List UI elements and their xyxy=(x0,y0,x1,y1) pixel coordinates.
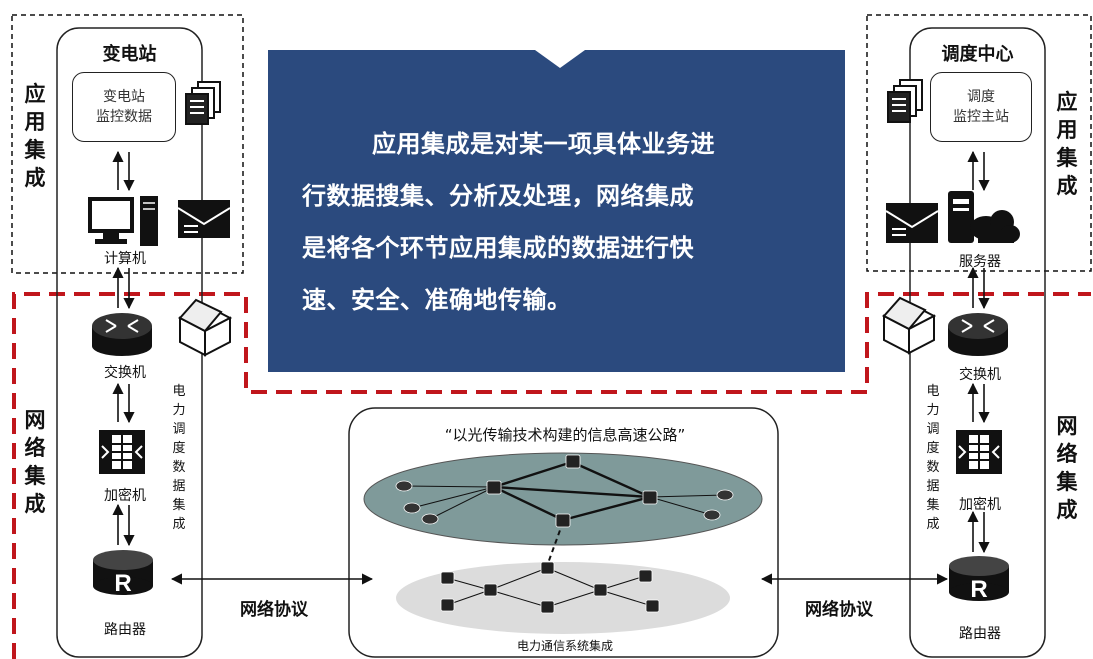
right-dispatch-integration: 电力 调度 数据 集成 xyxy=(926,384,940,532)
encryptor-label-right: 加密机 xyxy=(959,497,1001,513)
bottom-network-devices xyxy=(440,561,660,614)
banner-text: 应用集成是对某一项具体业务进 行数据搜集、分析及处理，网络集成 是将各个环节应用… xyxy=(302,118,822,326)
svg-text:R: R xyxy=(970,576,987,603)
right-data-box: 调度 监控主站 xyxy=(930,72,1032,142)
computer-label: 计算机 xyxy=(104,251,146,267)
left-app-dashed-box xyxy=(11,14,244,274)
banner-line-2: 行数据搜集、分析及处理，网络集成 xyxy=(302,182,694,210)
layer-connector xyxy=(546,521,564,567)
center-title: “以光传输技术构建的信息高速公路” xyxy=(444,426,686,444)
top-network-links xyxy=(493,460,651,522)
documents-icon-right xyxy=(887,79,923,123)
envelope-icon-right xyxy=(885,203,939,243)
server-icon xyxy=(948,191,1020,243)
left-data-box: 变电站 监控数据 xyxy=(72,72,176,142)
envelope-icon xyxy=(177,200,231,238)
computer-icon xyxy=(88,196,158,246)
router-label: 路由器 xyxy=(104,622,146,638)
encryptor-icon-right xyxy=(956,430,1002,474)
switch-label: 交换机 xyxy=(104,365,146,381)
package-icon-right xyxy=(881,296,937,355)
package-icon xyxy=(177,298,233,357)
summary-banner xyxy=(268,50,845,372)
left-vertical-arrows xyxy=(112,150,135,547)
red-network-boundary xyxy=(12,292,1091,659)
router-label-right: 路由器 xyxy=(959,626,1001,642)
encryptor-label: 加密机 xyxy=(104,488,146,504)
right-net-integration: 网络 集成 xyxy=(1056,414,1078,522)
top-network-devices xyxy=(486,454,658,528)
left-panel-title: 变电站 xyxy=(102,44,157,65)
right-app-integration: 应用 集成 xyxy=(1056,90,1078,198)
left-net-integration: 网络 集成 xyxy=(24,408,46,516)
switch-label-right: 交换机 xyxy=(959,367,1001,383)
documents-icon xyxy=(185,81,221,125)
svg-text:R: R xyxy=(114,570,131,597)
banner-line-3: 是将各个环节应用集成的数据进行快 xyxy=(302,234,694,262)
left-protocol-label: 网络协议 xyxy=(240,600,308,620)
router-icon: R xyxy=(93,550,153,597)
right-app-dashed-box xyxy=(866,14,1092,272)
top-network-routers xyxy=(395,480,734,525)
right-vertical-arrows xyxy=(967,150,990,554)
switch-icon-right xyxy=(948,313,1008,356)
server-label: 服务器 xyxy=(959,254,1001,270)
top-network-edge-links xyxy=(403,485,726,520)
encryptor-icon xyxy=(99,430,145,474)
right-protocol-label: 网络协议 xyxy=(805,600,873,620)
left-dispatch-integration: 电力 调度 数据 集成 xyxy=(172,384,186,532)
banner-line-1: 应用集成是对某一项具体业务进 xyxy=(372,130,715,158)
banner-line-4: 速、安全、准确地传输。 xyxy=(302,286,572,314)
top-layer-ellipse xyxy=(363,452,763,546)
banner-notch-icon xyxy=(535,50,585,68)
switch-icon xyxy=(92,313,152,356)
right-panel-title: 调度中心 xyxy=(941,44,1014,65)
center-caption: 电力通信系统集成 xyxy=(516,639,613,653)
left-app-integration: 应用 集成 xyxy=(24,82,46,190)
router-icon-right: R xyxy=(949,556,1009,603)
